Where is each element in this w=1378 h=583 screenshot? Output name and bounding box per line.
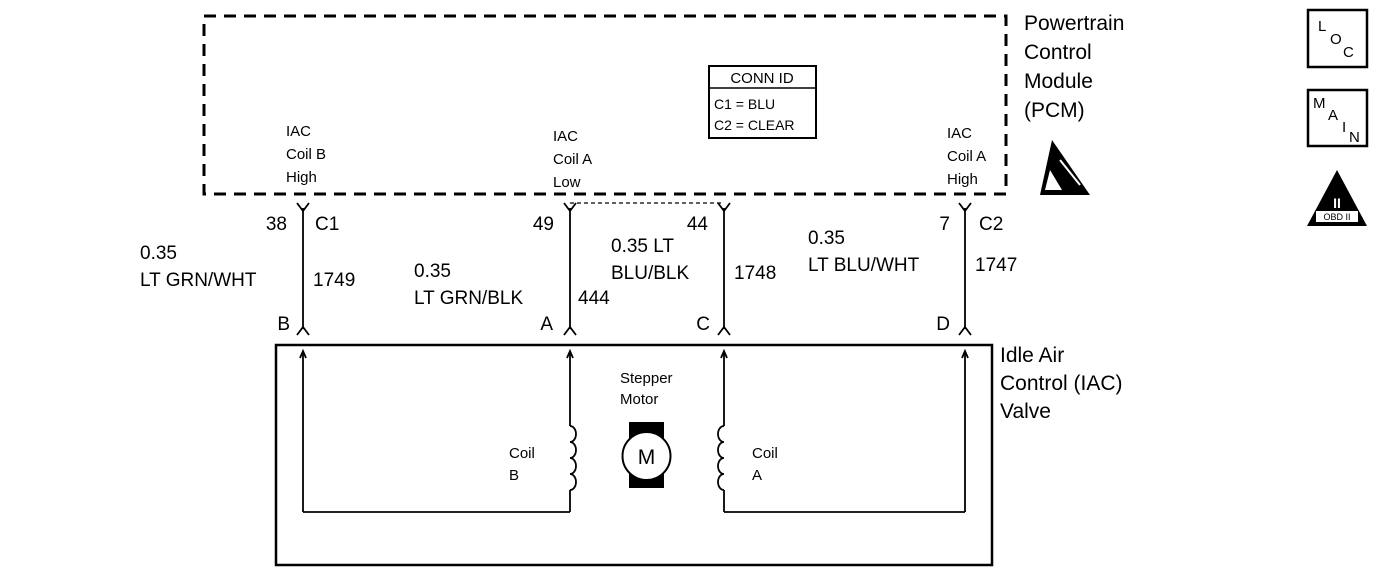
circuit-coil-b-high: IAC Coil B High 38 C1 0.35 LT GRN/WHT 17…: [140, 123, 355, 335]
connector-id: C1: [315, 214, 339, 235]
valve-connector-chevron: [563, 325, 577, 336]
pcm-module-box: [202, 14, 1008, 196]
pcm-title-line: (PCM): [1024, 99, 1085, 122]
pcm-pin-number: 7: [939, 214, 950, 235]
main-icon-letter: I: [1342, 119, 1346, 136]
coil-a-label: A: [752, 467, 762, 484]
valve-pin-letter: C: [696, 314, 710, 335]
connector-id: C2: [979, 214, 1003, 235]
pin-label: Low: [553, 174, 581, 191]
wire-layer: [296, 202, 972, 336]
pcm-title-line: Powertrain: [1024, 12, 1124, 35]
pcm-connector-chevron: [958, 202, 972, 213]
main-icon-letter: A: [1328, 107, 1338, 124]
valve-internal-wiring: [299, 348, 969, 513]
wire-gauge: 0.35: [808, 228, 845, 249]
pcm-connector-chevron: [717, 202, 731, 213]
wire-gauge: 0.35: [140, 243, 177, 264]
iac-valve-title: Idle Air Control (IAC) Valve: [1000, 344, 1123, 423]
circuit-coil-a-high: IAC Coil A High 7 C2 0.35 LT BLU/WHT 174…: [808, 125, 1017, 335]
circuit-number: 1749: [313, 270, 355, 291]
coil-a-winding: [717, 425, 725, 491]
wire-color: LT GRN/BLK: [414, 288, 523, 309]
pin-label: High: [286, 169, 317, 186]
wire-gauge: 0.35 LT: [611, 236, 674, 257]
valve-connector-chevron: [958, 325, 972, 336]
wire-color: LT BLU/WHT: [808, 255, 920, 276]
main-icon: M A I N: [1306, 88, 1369, 148]
valve-title-line: Idle Air: [1000, 344, 1064, 367]
valve-pin-letter: A: [540, 314, 553, 335]
stepper-motor-label: Motor: [620, 391, 658, 408]
esd-sensitive-icon: [1040, 140, 1090, 195]
circuit-coil-b-low: 44 0.35 LT BLU/BLK 1748 C: [611, 214, 776, 335]
pin-label: IAC: [947, 125, 972, 142]
valve-connector-chevron: [296, 325, 310, 336]
iac-valve-box: [274, 343, 994, 567]
pin-label: IAC: [553, 128, 578, 145]
obd-ii-numeral: II: [1333, 195, 1341, 211]
pin-label: Coil A: [947, 148, 986, 165]
coil-b-label: B: [509, 467, 519, 484]
conn-id-line: C1 = BLU: [714, 96, 775, 112]
wire-color: BLU/BLK: [611, 263, 689, 284]
obd-ii-text: OBD II: [1323, 212, 1350, 222]
stepper-motor-label: Stepper: [620, 370, 673, 387]
circuit-number: 1748: [734, 263, 776, 284]
main-icon-letter: M: [1313, 95, 1326, 112]
conn-id-header: CONN ID: [730, 70, 794, 87]
coil-b-label: Coil: [509, 445, 535, 462]
pin-label: Coil B: [286, 146, 326, 163]
main-icon-letter: N: [1349, 129, 1360, 146]
valve-pin-letter: B: [277, 314, 290, 335]
pin-label: Coil A: [553, 151, 592, 168]
pcm-pin-number: 38: [266, 214, 287, 235]
wire-color: LT GRN/WHT: [140, 270, 257, 291]
pcm-title: Powertrain Control Module (PCM): [1024, 12, 1124, 122]
pcm-pin-number: 49: [533, 214, 554, 235]
pcm-title-line: Module: [1024, 70, 1093, 93]
conn-id-box: CONN ID C1 = BLU C2 = CLEAR: [708, 65, 817, 139]
coil-b-winding: [569, 425, 577, 491]
loc-icon-letter: O: [1330, 31, 1342, 48]
motor-symbol: M: [638, 446, 656, 469]
obd-ii-icon: II OBD II: [1307, 170, 1367, 226]
pin-label: IAC: [286, 123, 311, 140]
pcm-connector-chevron: [563, 202, 577, 213]
pcm-title-line: Control: [1024, 41, 1092, 64]
pcm-pin-number: 44: [687, 214, 709, 235]
stepper-motor-icon: M: [621, 422, 672, 488]
valve-title-line: Control (IAC): [1000, 372, 1123, 395]
wire-gauge: 0.35: [414, 261, 451, 282]
circuit-number: 444: [578, 288, 610, 309]
valve-connector-chevron: [717, 325, 731, 336]
conn-id-line: C2 = CLEAR: [714, 117, 795, 133]
coil-a-label: Coil: [752, 445, 778, 462]
loc-icon-letter: L: [1318, 18, 1326, 35]
loc-icon-letter: C: [1343, 44, 1354, 61]
valve-title-line: Valve: [1000, 400, 1051, 423]
circuit-coil-a-low: IAC Coil A Low 49 0.35 LT GRN/BLK 444 A: [414, 128, 610, 335]
pcm-connector-chevron: [296, 202, 310, 213]
loc-icon: L O C: [1306, 8, 1369, 69]
valve-pin-letter: D: [936, 314, 950, 335]
pin-label: High: [947, 171, 978, 188]
circuit-number: 1747: [975, 255, 1017, 276]
